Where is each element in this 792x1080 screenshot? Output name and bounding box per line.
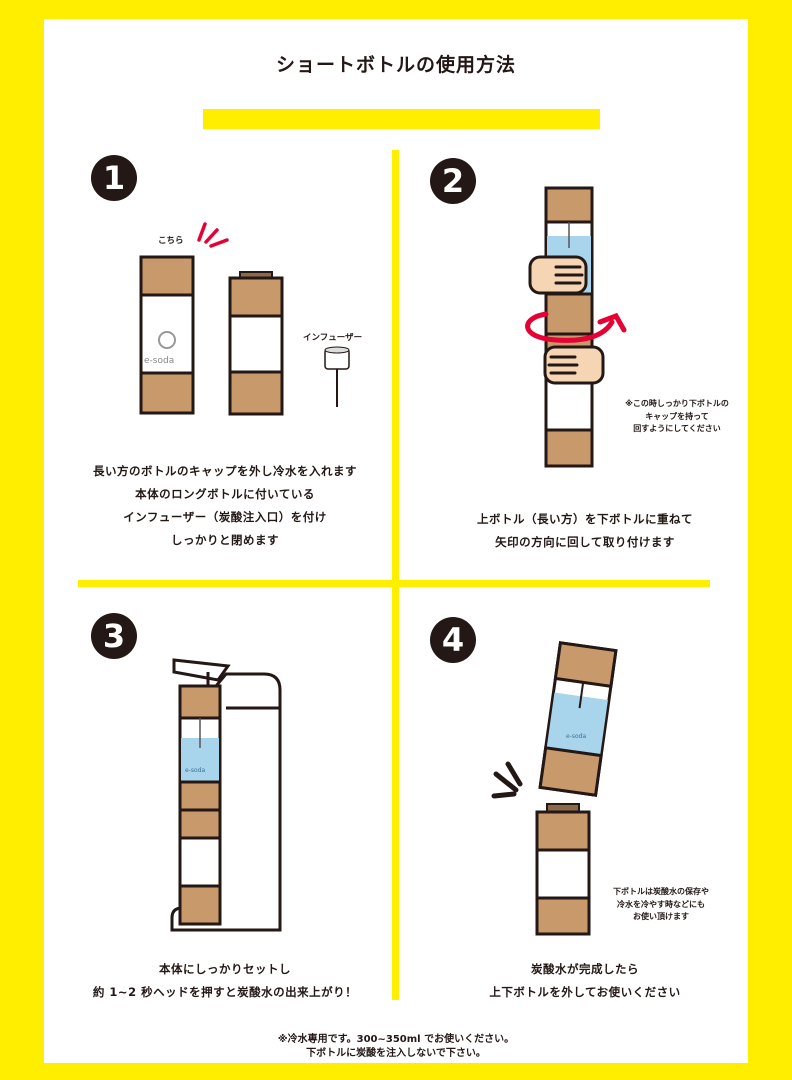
- brand-logo-text: e-soda: [144, 356, 175, 366]
- hand-lower-icon: [543, 345, 605, 385]
- footer-note: ※冷水専用です。300~350ml でお使いください。 下ボトルに炭酸を注入しな…: [277, 1034, 515, 1059]
- step-1-caption: 長い方のボトルのキャップを外し冷水を入れます 本体のロングボトルに付いている イ…: [93, 464, 357, 547]
- rotate-arrow-icon: [525, 311, 627, 343]
- long-bottle-icon: [139, 255, 195, 415]
- attention-marks-icon: [197, 222, 229, 248]
- infuser-icon: [324, 346, 350, 407]
- step-3-number-badge: 3: [91, 613, 137, 659]
- step-4-caption: 炭酸水が完成したら 上下ボトルを外してお使いください: [489, 962, 681, 999]
- brand-logo-text: e-soda: [185, 767, 206, 774]
- hand-upper-icon: [528, 255, 588, 295]
- vertical-divider: [392, 150, 399, 1000]
- short-lower-bottle-icon: [535, 803, 591, 936]
- step-4-note: 下ボトルは炭酸水の保存や 冷水を冷やす時などにも お使い頂けます: [613, 887, 709, 921]
- step-1-number-badge: 1: [91, 155, 137, 201]
- step-3-caption: 本体にしっかりセットし 約 1~2 秒ヘッドを押すと炭酸水の出来上がり！: [92, 962, 358, 999]
- soda-maker-machine-icon: [170, 658, 282, 932]
- tilted-upper-bottle-icon: [538, 641, 618, 797]
- step-2-note: ※この時しっかり下ボトルの キャップを持って 回すようにしてください: [625, 399, 729, 433]
- pointer-label: こちら: [158, 236, 184, 246]
- horizontal-divider: [78, 580, 710, 587]
- step-4-number-badge: 4: [430, 617, 476, 663]
- brand-logo-text: e-soda: [566, 733, 587, 740]
- step-2-caption: 上ボトル（長い方）を下ボトルに重ねて 矢印の方向に回して取り付けます: [477, 512, 693, 549]
- step-2-number-badge: 2: [430, 158, 476, 204]
- short-bottle-icon: [228, 271, 284, 416]
- page-title: ショートボトルの使用方法: [275, 54, 516, 76]
- infuser-label: インフューザー: [303, 333, 363, 343]
- separation-marks-icon: [491, 761, 523, 799]
- title-underline-bar: [203, 109, 600, 129]
